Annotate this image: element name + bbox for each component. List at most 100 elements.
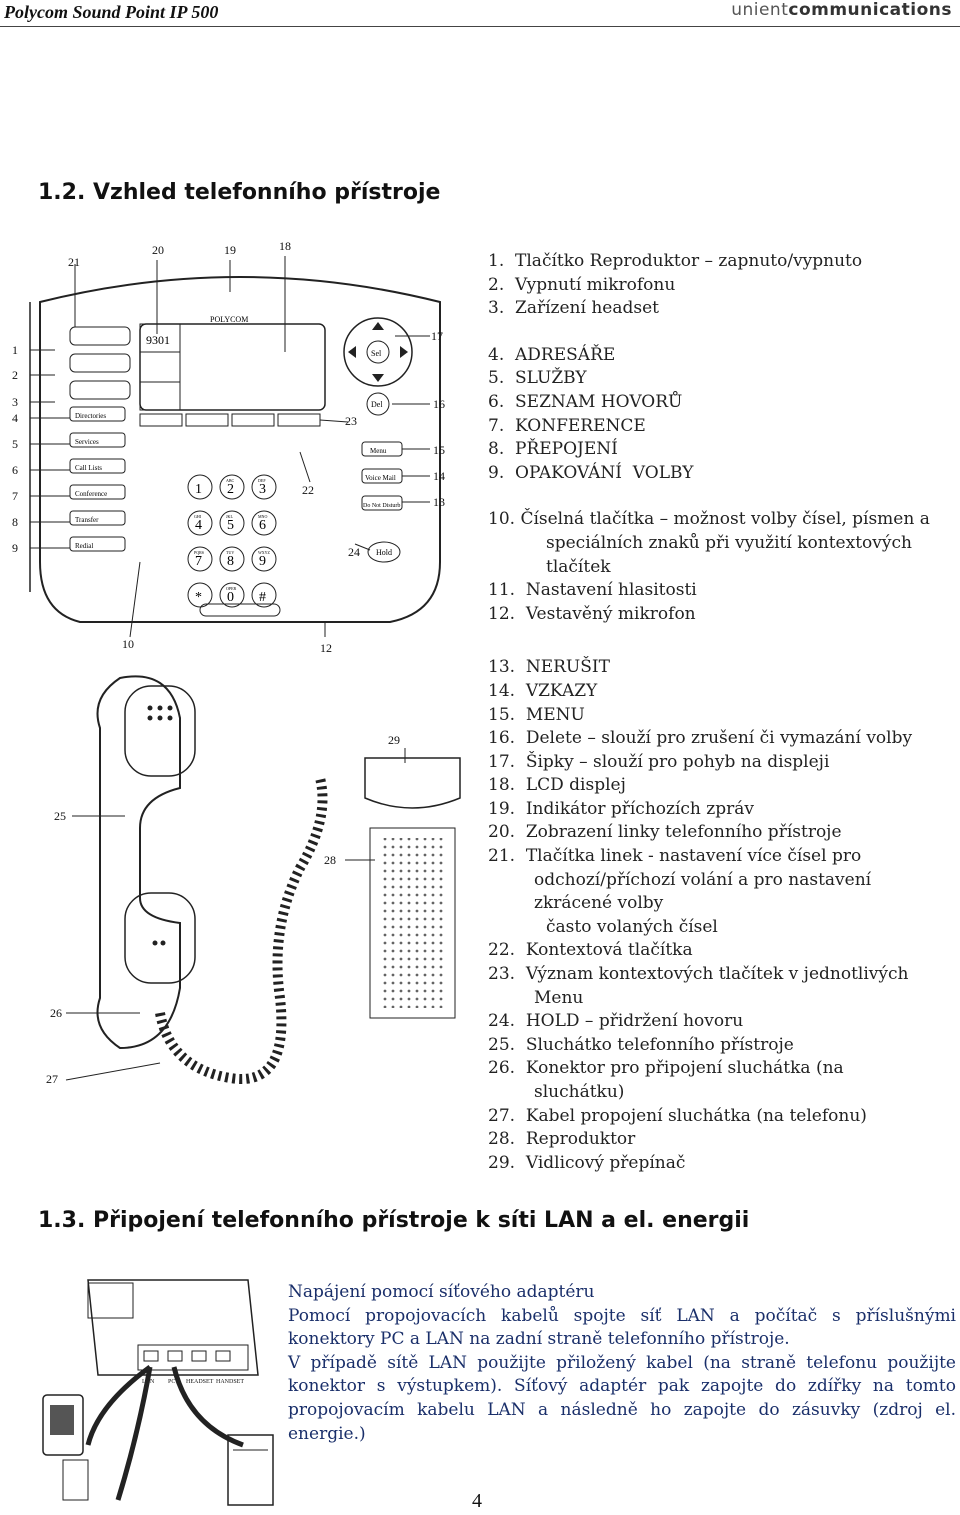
legend-item: 23. Význam kontextových tlačítek v jedno…: [488, 964, 909, 985]
keypad-key: [187, 546, 213, 572]
brand-prefix: unient: [731, 0, 789, 20]
keypad-key-digit: #: [259, 590, 266, 605]
legend-item: 27. Kabel propojení sluchátka (na telefo…: [488, 1105, 867, 1126]
keypad-key-letters: TUV: [226, 550, 234, 555]
keypad-key-letters: MNO: [258, 514, 267, 519]
callout-25: 25: [54, 809, 66, 823]
legend-item: 25. Sluchátko telefonního přístroje: [488, 1034, 794, 1055]
legend-item: 6. SEZNAM HOVORŮ: [488, 391, 683, 412]
keypad-key-digit: 1: [195, 482, 202, 497]
keypad-key: [219, 510, 245, 536]
legend-item: 28. Reproduktor: [488, 1129, 636, 1150]
header-brand: unientcommunications: [731, 0, 952, 20]
callout-19: 19: [224, 243, 236, 257]
port-handset-label: HANDSET: [216, 1379, 244, 1385]
callout-16: 16: [433, 397, 445, 411]
legend-item: odchozí/příchozí volání a pro nastavení: [534, 869, 872, 890]
legend-item: Menu: [534, 987, 584, 1008]
legend-item: 12. Vestavěný mikrofon: [488, 603, 696, 624]
btn-services-label: Services: [75, 438, 99, 446]
keypad-key: [187, 474, 213, 500]
keypad-key-digit: 3: [259, 482, 266, 497]
callout-7: 7: [12, 489, 18, 503]
callout-1: 1: [12, 343, 18, 357]
callout-4: 4: [12, 411, 18, 425]
keypad-key-digit: 4: [195, 518, 202, 533]
section-title-appearance: 1.2. Vzhled telefonního přístroje: [38, 180, 441, 205]
keypad-key-letters: OPER: [226, 586, 237, 591]
section-title-connection: 1.3. Připojení telefonního přístroje k s…: [38, 1208, 750, 1233]
sel-label: Sel: [371, 349, 382, 358]
display-line-text: 9301: [146, 333, 170, 347]
callout-2: 2: [12, 368, 18, 382]
callout-28: 28: [324, 853, 336, 867]
keypad-key-letters: GHI: [194, 514, 202, 519]
left-function-buttons: Directories Services Call Lists Conferen…: [69, 406, 126, 552]
callout-24: 24: [348, 545, 360, 559]
brand-suffix: communications: [788, 0, 952, 20]
legend-item: zkrácené volby: [534, 893, 664, 914]
legend-item: 18. LCD displej: [488, 775, 626, 796]
btn-menu-label: Menu: [370, 447, 387, 455]
keypad-key: [251, 546, 277, 572]
legend-item: 21. Tlačítka linek - nastavení více číse…: [488, 846, 862, 867]
callout-22: 22: [302, 483, 314, 497]
legend-item: 14. VZKAZY: [488, 680, 598, 701]
keypad-key-digit: 0: [227, 590, 234, 605]
btn-directories-label: Directories: [75, 412, 106, 420]
legend-item: sluchátku): [534, 1082, 625, 1102]
legend-item: 22. Kontextová tlačítka: [488, 940, 693, 961]
legend-item: 29. Vidlicový přepínač: [488, 1152, 686, 1173]
brand-label: POLYCOM: [210, 315, 248, 324]
legend-item: 13. NERUŠIT: [488, 657, 610, 678]
handset-diagram: 25 26 27 28 29: [46, 675, 461, 1086]
power-paragraph-1: Pomocí propojovacích kabelů spojte síť L…: [288, 1305, 956, 1350]
legend-item: 5. SLUŽBY: [488, 368, 587, 389]
keypad-key-digit: 5: [227, 518, 234, 533]
callout-15: 15: [433, 443, 445, 457]
power-adapter-text: Napájení pomocí síťového adaptéru Pomocí…: [288, 1281, 956, 1446]
callout-11: 11: [8, 661, 20, 662]
header-title: Polycom Sound Point IP 500: [4, 2, 219, 22]
keypad-key-digit: 7: [195, 554, 202, 569]
legend-item: 3. Zařízení headset: [488, 298, 659, 319]
legend-item: 7. KONFERENCE: [488, 415, 646, 436]
legend-item: často volaných čísel: [546, 916, 718, 937]
keypad-key-digit: 2: [227, 482, 234, 497]
legend-item: 4. ADRESÁŘE: [488, 344, 616, 365]
keypad-key: [219, 474, 245, 500]
btn-conference-label: Conference: [75, 490, 107, 498]
del-label: Del: [371, 400, 383, 409]
legend-item: 2. Vypnutí mikrofonu: [488, 274, 676, 295]
btn-dnd-label: Do Not Disturb: [363, 503, 400, 509]
callout-9: 9: [12, 541, 18, 555]
keypad-key-letters: ABC: [226, 478, 235, 483]
legend-item: 16. Delete – slouží pro zrušení či vymaz…: [488, 728, 913, 749]
power-title: Napájení pomocí síťového adaptéru: [288, 1282, 595, 1302]
legend-item: tlačítek: [546, 556, 611, 577]
page-number: 4: [472, 1490, 482, 1512]
callout-29: 29: [388, 733, 400, 747]
btn-redial-label: Redial: [75, 542, 93, 550]
keypad-key-letters: JKL: [226, 514, 233, 519]
callout-18: 18: [279, 239, 291, 253]
legend-item: 1. Tlačítko Reproduktor – zapnuto/vypnut…: [488, 251, 863, 271]
callout-13: 13: [433, 495, 445, 509]
header-rule: [0, 26, 960, 27]
legend-item: 17. Šipky – slouží pro pohyb na displeji: [488, 751, 830, 772]
callout-5: 5: [12, 437, 18, 451]
callout-8: 8: [12, 515, 18, 529]
callout-17: 17: [431, 329, 443, 343]
legend-item: 24. HOLD – přidržení hovoru: [488, 1011, 744, 1032]
legend-item: 26. Konektor pro připojení sluchátka (na: [488, 1058, 844, 1079]
btn-calllists-label: Call Lists: [75, 464, 102, 472]
legend-item: 15. MENU: [488, 704, 585, 725]
callout-14: 14: [433, 469, 445, 483]
power-paragraph-2: V případě sítě LAN použijte přiložený ka…: [288, 1352, 956, 1444]
keypad-key-digit: *: [195, 590, 202, 605]
keypad-key-digit: 8: [227, 554, 234, 569]
port-headset-label: HEADSET: [186, 1379, 214, 1385]
keypad-key: [251, 474, 277, 500]
callout-21: 21: [68, 255, 80, 269]
